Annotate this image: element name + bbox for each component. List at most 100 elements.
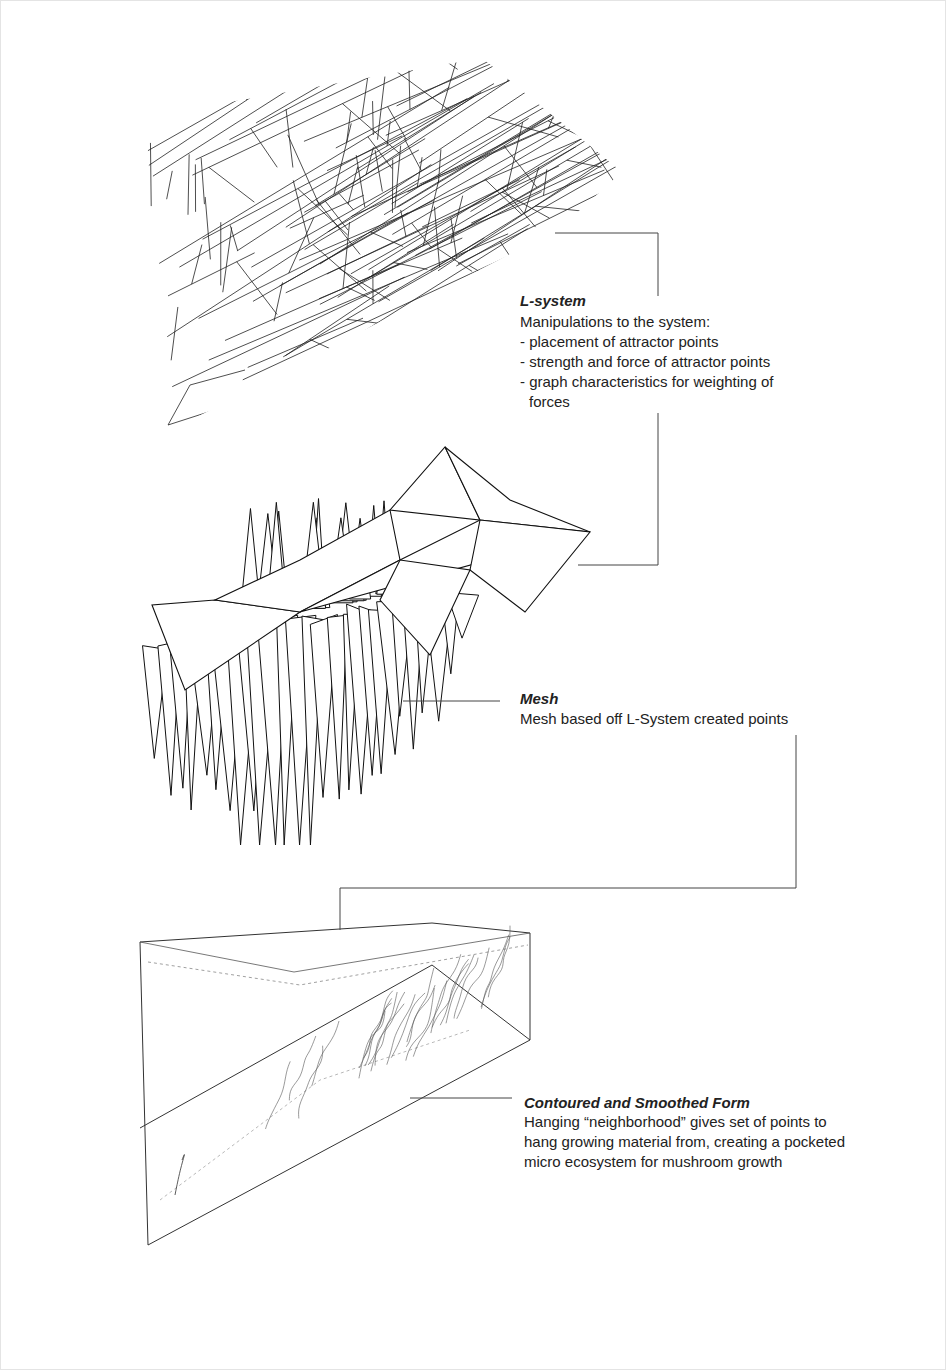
l-system-branch <box>220 222 221 285</box>
l-system-branch <box>653 84 661 105</box>
l-system-branch <box>619 116 689 142</box>
l-system-branch <box>362 58 371 117</box>
l-system-branch <box>369 107 634 270</box>
l-system-branch <box>375 150 382 191</box>
form-edge <box>140 933 530 972</box>
contoured-form <box>140 923 530 1245</box>
mesh-face <box>470 520 590 612</box>
l-system-branch <box>304 30 572 141</box>
l-system-branch <box>190 370 245 385</box>
l-system-branch <box>548 77 569 128</box>
l-system-branch <box>205 197 210 259</box>
contour-line <box>289 1036 315 1100</box>
l-system-branch <box>412 223 431 247</box>
contour-line <box>175 1155 184 1195</box>
callout-text: Hanging “neighborhood” gives set of poin… <box>524 1112 852 1172</box>
l-system-branch <box>327 226 427 274</box>
l-system-branch <box>339 268 390 300</box>
l-system-branch <box>304 150 419 212</box>
l-system-branch <box>343 222 350 288</box>
l-system-branch <box>372 101 374 135</box>
l-system-branch <box>489 0 495 28</box>
l-system-branch <box>422 45 457 70</box>
l-system-branch <box>348 166 358 204</box>
l-system-branch <box>310 339 358 361</box>
contour-line <box>365 1003 392 1066</box>
l-system-branch <box>229 3 488 140</box>
leader-line <box>578 413 658 565</box>
l-system-branch <box>192 245 202 285</box>
leader-line <box>410 1098 512 1099</box>
l-system-branch <box>419 27 623 163</box>
l-system-branch <box>535 206 589 212</box>
l-system-branch <box>251 96 554 267</box>
l-system-branch <box>368 103 663 278</box>
mesh-face <box>380 560 470 655</box>
l-system-branch <box>274 282 283 321</box>
l-system-branch <box>392 159 393 212</box>
l-system-branch <box>280 124 569 286</box>
l-system-branch <box>430 0 560 55</box>
l-system-branch <box>203 99 468 240</box>
callout-text: - graph characteristics for weighting of… <box>520 372 814 412</box>
l-system-branch <box>431 82 739 271</box>
l-system-branch <box>397 58 495 106</box>
mesh-figure <box>143 447 590 845</box>
l-system-branch <box>648 70 658 137</box>
l-system-branch <box>409 61 410 110</box>
contour-line <box>432 963 469 1027</box>
form-outline <box>140 923 530 1245</box>
l-system-branch <box>485 179 522 214</box>
callout-title: Contoured and Smoothed Form <box>524 1093 864 1113</box>
form-hidden-edge <box>148 945 528 985</box>
l-system-branch <box>153 0 469 176</box>
mesh-face <box>445 447 590 532</box>
callout-text: - strength and force of attractor points <box>520 352 840 372</box>
l-system-branch <box>392 99 621 235</box>
leader-line <box>555 233 658 296</box>
contour-line <box>482 935 509 1009</box>
l-system-branch <box>386 10 669 135</box>
callout-text: Manipulations to the system: <box>520 312 840 332</box>
l-system-branch <box>168 405 230 425</box>
l-system-branch <box>488 61 538 101</box>
contour-lines <box>175 926 510 1195</box>
l-system-branch <box>387 121 390 146</box>
l-system-branch <box>256 0 564 123</box>
l-system-branch <box>637 0 647 56</box>
l-system-branch <box>379 158 632 302</box>
l-system-branch <box>339 193 354 210</box>
l-system-branch <box>451 196 463 243</box>
l-system-branch <box>179 84 494 268</box>
contour-line <box>406 988 434 1061</box>
contour-line <box>312 1021 339 1086</box>
l-system-branch <box>237 262 277 315</box>
l-system-branch <box>548 121 607 149</box>
l-system-branch <box>418 0 589 65</box>
contour-line <box>359 1011 385 1079</box>
l-system-branch <box>507 122 523 189</box>
l-system-branch <box>571 62 574 102</box>
l-system-branch <box>356 155 365 207</box>
l-system-branch <box>336 19 583 148</box>
l-system-branch <box>471 123 684 223</box>
l-system-branch <box>150 143 152 206</box>
l-system-branch <box>347 112 351 143</box>
l-system-branch <box>384 22 704 215</box>
l-system-branch <box>334 123 351 194</box>
l-system-branch <box>171 307 178 360</box>
l-system-branch <box>469 265 520 295</box>
l-system-branch <box>225 264 399 341</box>
l-system-branch <box>456 224 529 266</box>
leader-line <box>340 735 796 930</box>
contour-line <box>407 968 434 1042</box>
l-system-branch <box>325 201 348 230</box>
l-system-branch <box>201 158 204 204</box>
callout-text: - placement of attractor points <box>520 332 840 352</box>
leader-line <box>403 701 500 702</box>
l-system-branch <box>293 180 309 244</box>
l-system-branch <box>393 262 427 269</box>
l-system-branch <box>404 138 421 171</box>
l-system-branch <box>416 22 422 64</box>
